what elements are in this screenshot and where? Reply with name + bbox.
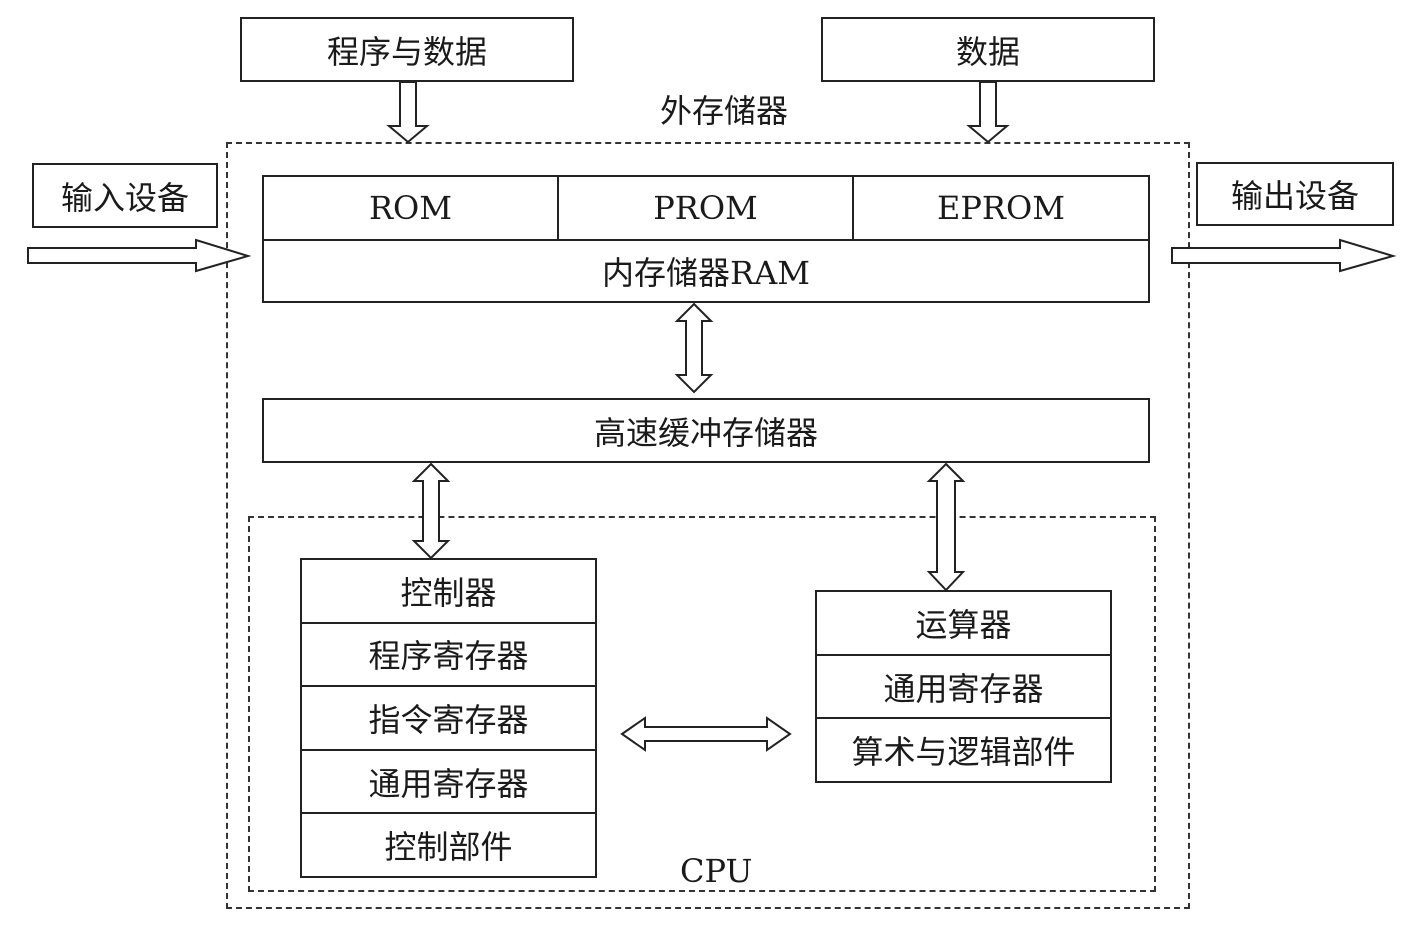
eprom-cell: EPROM xyxy=(854,177,1148,241)
memory-block: ROM PROM EPROM 内存储器RAM xyxy=(262,175,1150,303)
output-device-box: 输出设备 xyxy=(1196,162,1394,226)
program-data-down-arrow xyxy=(386,81,430,144)
input-device-box: 输入设备 xyxy=(32,163,218,228)
program-register-row: 程序寄存器 xyxy=(302,624,595,688)
cache-controller-double-arrow xyxy=(411,462,451,560)
controller-alu-double-arrow xyxy=(620,716,792,752)
alu-label: 运算器 xyxy=(915,605,1012,644)
rom-cell: ROM xyxy=(264,177,559,241)
output-device-label: 输出设备 xyxy=(1230,177,1359,215)
general-register-label: 通用寄存器 xyxy=(368,764,529,803)
ram-label: 内存储器RAM xyxy=(602,254,810,292)
eprom-label: EPROM xyxy=(937,189,1065,227)
controller-row: 控制器 xyxy=(302,560,595,624)
cpu-boundary xyxy=(248,516,1156,892)
cache-alu-double-arrow xyxy=(926,462,966,592)
program-and-data-box: 程序与数据 xyxy=(240,17,574,82)
arithmetic-logic-unit-row: 算术与逻辑部件 xyxy=(817,719,1110,781)
cache-label: 高速缓冲存储器 xyxy=(593,413,818,452)
alu-general-register-label: 通用寄存器 xyxy=(883,669,1044,708)
output-right-arrow xyxy=(1171,238,1397,273)
cache-box: 高速缓冲存储器 xyxy=(262,398,1150,463)
external-storage-label: 外存储器 xyxy=(660,92,789,130)
cpu-label: CPU xyxy=(680,852,753,890)
control-unit-row: 控制部件 xyxy=(302,814,595,876)
prom-label: PROM xyxy=(653,189,758,227)
alu-row: 运算器 xyxy=(817,592,1110,656)
input-right-arrow xyxy=(27,238,252,273)
alu-general-register-row: 通用寄存器 xyxy=(817,656,1110,720)
controller-stack: 控制器 程序寄存器 指令寄存器 通用寄存器 控制部件 xyxy=(300,558,597,878)
ram-cell: 内存储器RAM xyxy=(264,241,1148,301)
arithmetic-logic-unit-label: 算术与逻辑部件 xyxy=(851,733,1076,772)
ram-cache-double-arrow xyxy=(674,302,714,394)
input-device-label: 输入设备 xyxy=(60,178,189,217)
general-register-row: 通用寄存器 xyxy=(302,751,595,815)
control-unit-label: 控制部件 xyxy=(384,828,513,867)
external-storage-boundary xyxy=(226,142,1190,909)
prom-cell: PROM xyxy=(559,177,854,241)
rom-label: ROM xyxy=(368,189,453,227)
controller-label: 控制器 xyxy=(400,573,497,612)
program-register-label: 程序寄存器 xyxy=(368,637,529,676)
program-and-data-label: 程序与数据 xyxy=(326,32,487,71)
instruction-register-label: 指令寄存器 xyxy=(368,701,529,739)
alu-stack: 运算器 通用寄存器 算术与逻辑部件 xyxy=(815,590,1112,783)
data-label: 数据 xyxy=(955,32,1020,71)
data-down-arrow xyxy=(966,81,1010,144)
instruction-register-row: 指令寄存器 xyxy=(302,687,595,751)
